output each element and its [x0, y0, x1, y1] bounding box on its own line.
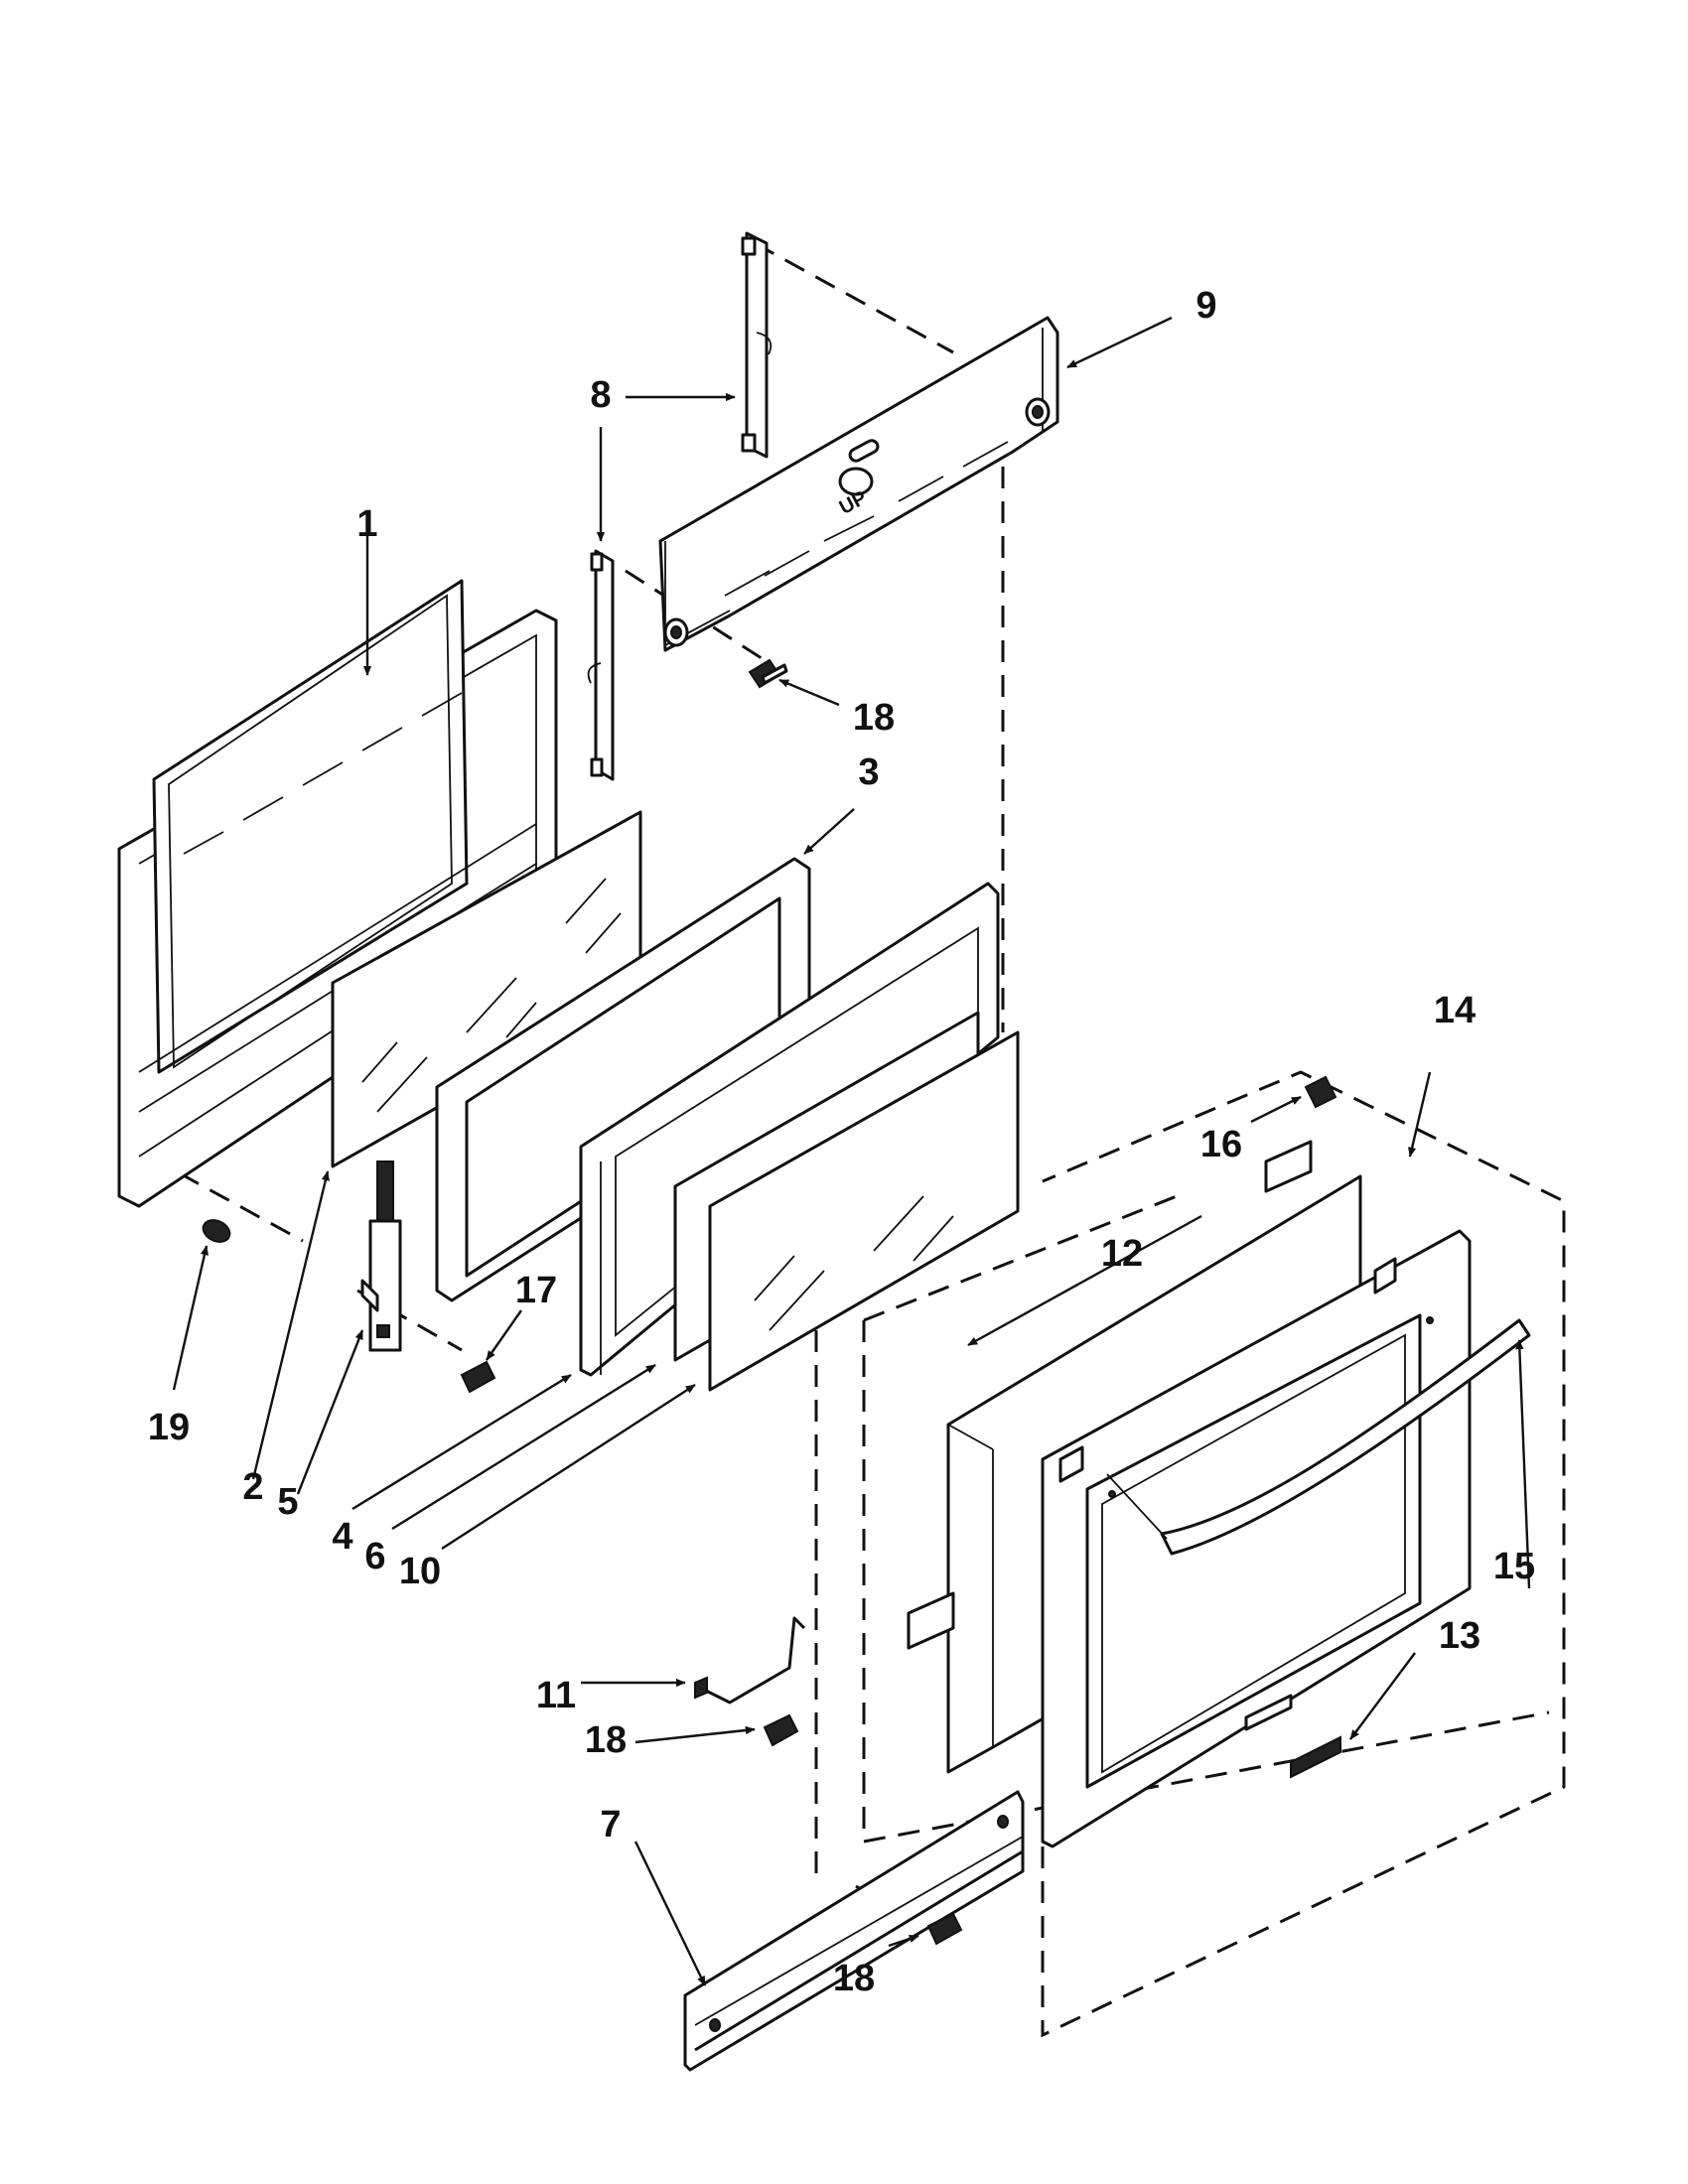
part-19-bumper [202, 1219, 231, 1243]
part-17-screw [460, 1360, 496, 1394]
callout-3: 3 [858, 751, 879, 793]
part-8-top-bracket [741, 231, 773, 459]
part-13-badge [1244, 1694, 1341, 1779]
callout-18-top: 18 [853, 697, 895, 739]
part-18-bottom-screw [926, 1912, 963, 1946]
callout-10: 10 [399, 1551, 441, 1592]
callout-2: 2 [242, 1466, 263, 1508]
part-14-outer-door-panel [1041, 1229, 1472, 1848]
part-1-inner-door-liner [117, 579, 558, 1208]
callout-11: 11 [536, 1675, 576, 1716]
callout-12: 12 [1101, 1233, 1143, 1275]
callout-14: 14 [1434, 990, 1476, 1031]
part-11-bracket [694, 1616, 806, 1705]
callout-1: 1 [356, 503, 377, 545]
leader-lines [172, 316, 1531, 1986]
callout-6: 6 [364, 1536, 385, 1577]
part-12-hinge-receptacle-right [1264, 1140, 1313, 1193]
callout-18-middle: 18 [585, 1719, 627, 1761]
callout-7: 7 [600, 1804, 621, 1845]
part-15-door-handle [1106, 1318, 1531, 1556]
callout-17: 17 [515, 1270, 557, 1311]
part-12-hinge-receptacle-left [907, 1591, 955, 1650]
callout-13: 13 [1439, 1615, 1480, 1657]
part-10-outer-glass [708, 1030, 1020, 1392]
callout-16: 16 [1200, 1124, 1242, 1165]
part-5-door-hinge [360, 1160, 402, 1352]
callout-18-bottom: 18 [833, 1958, 875, 1999]
part-18-middle-screw [763, 1713, 799, 1747]
part-8-lower-bracket [587, 549, 615, 781]
part-16-screw [1304, 1075, 1337, 1109]
callout-5: 5 [277, 1481, 298, 1523]
callout-15: 15 [1493, 1546, 1535, 1587]
callout-8: 8 [590, 374, 611, 416]
part-9-vent-panel: UP [658, 316, 1059, 652]
callout-19: 19 [148, 1407, 190, 1448]
callout-4: 4 [332, 1516, 352, 1558]
part-18-top-screw [748, 658, 788, 689]
callout-labels: 1 2 3 4 5 6 7 8 9 10 11 12 13 14 15 16 1… [148, 285, 1535, 1999]
part-7-lower-trim [683, 1790, 1025, 2072]
callout-9: 9 [1196, 285, 1216, 327]
